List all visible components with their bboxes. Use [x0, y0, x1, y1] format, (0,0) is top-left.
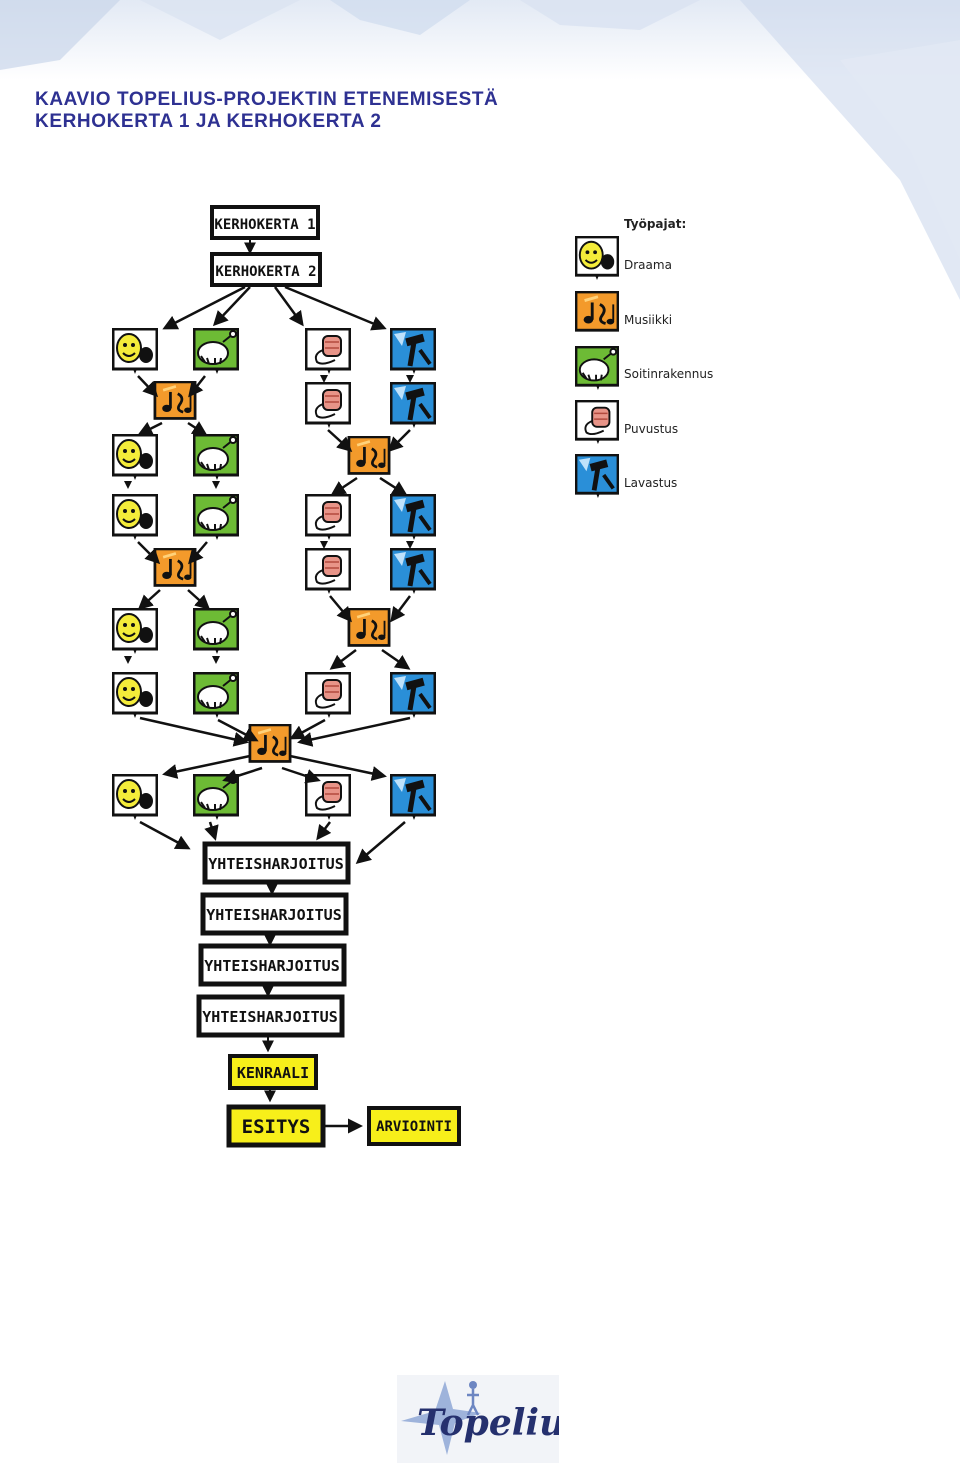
dress-rehearsal-label: KENRAALI: [237, 1064, 309, 1082]
drama-icon: [112, 672, 158, 718]
hammer-icon: [576, 455, 618, 498]
drum-icon: [193, 774, 239, 820]
evaluation-box: ARVIOINTI: [367, 1106, 461, 1146]
hammer-icon: [391, 549, 435, 594]
thread-spool-icon: [305, 672, 351, 718]
thread-spool-icon: [305, 774, 351, 820]
rehearsal-box-1: YHTEISHARJOITUS: [202, 841, 351, 885]
hammer-icon: [391, 775, 435, 820]
session-label-1: KERHOKERTA 1: [214, 217, 315, 233]
rehearsal-box-4: YHTEISHARJOITUS: [196, 994, 345, 1038]
legend: Työpajat: Draama Musiikki Soitinrakennus…: [575, 217, 713, 498]
legend-label: Musiikki: [624, 313, 672, 327]
performance-label: ESITYS: [242, 1116, 311, 1138]
page-title-line1: KAAVIO TOPELIUS-PROJEKTIN ETENEMISESTÄ: [35, 89, 499, 110]
hammer-icon: [391, 673, 435, 718]
dress-rehearsal-box: KENRAALI: [228, 1054, 318, 1090]
topelius-logo: Topelius: [397, 1375, 559, 1463]
logo-text: Topelius: [417, 1402, 559, 1444]
star-icon: [401, 1381, 481, 1455]
music-notes-icon: [153, 548, 197, 587]
legend-label: Draama: [624, 258, 672, 272]
session-box-1: KERHOKERTA 1: [210, 205, 320, 240]
evaluation-label: ARVIOINTI: [376, 1119, 452, 1135]
session-box-2: KERHOKERTA 2: [210, 252, 322, 287]
thread-spool-icon: [305, 494, 351, 540]
drum-icon: [193, 494, 239, 540]
page-title-line2: KERHOKERTA 1 JA KERHOKERTA 2: [35, 111, 382, 132]
drama-icon: [112, 608, 158, 654]
drama-icon: [112, 328, 158, 374]
session-label-2: KERHOKERTA 2: [215, 264, 316, 280]
rehearsal-label: YHTEISHARJOITUS: [204, 957, 339, 975]
legend-title: Työpajat:: [624, 217, 686, 231]
drum-icon: [193, 328, 239, 374]
rehearsal-label: YHTEISHARJOITUS: [202, 1008, 337, 1026]
drama-icon: [112, 434, 158, 480]
hammer-icon: [391, 329, 435, 374]
rehearsal-box-3: YHTEISHARJOITUS: [198, 943, 347, 987]
thread-spool-icon: [575, 400, 619, 444]
branch-arrows-top: [162, 285, 387, 331]
connector-triangles: [124, 375, 414, 664]
music-notes-icon: [347, 436, 391, 475]
legend-label: Puvustus: [624, 422, 678, 436]
music-notes-icon: [347, 608, 391, 647]
thread-spool-icon: [305, 382, 351, 428]
drum-icon: [193, 672, 239, 718]
drum-icon: [575, 346, 619, 390]
music-notes-icon: [248, 724, 292, 763]
thread-spool-icon: [305, 328, 351, 374]
hammer-icon: [391, 495, 435, 540]
project-flow-diagram: KERHOKERTA 1 KERHOKERTA 2: [112, 205, 713, 1148]
flow-arrows: [137, 375, 411, 864]
performance-box: ESITYS: [226, 1104, 326, 1148]
drama-icon: [575, 236, 619, 280]
rehearsal-label: YHTEISHARJOITUS: [208, 855, 343, 873]
legend-label: Soitinrakennus: [624, 367, 713, 381]
music-notes-icon: [153, 381, 197, 420]
drama-icon: [112, 774, 158, 820]
drum-icon: [193, 434, 239, 480]
hammer-icon: [391, 383, 435, 428]
rehearsal-box-2: YHTEISHARJOITUS: [200, 892, 349, 936]
music-notes-icon: [575, 291, 619, 332]
drama-icon: [112, 494, 158, 540]
legend-label: Lavastus: [624, 476, 677, 490]
drum-icon: [193, 608, 239, 654]
rehearsal-label: YHTEISHARJOITUS: [206, 906, 341, 924]
thread-spool-icon: [305, 548, 351, 594]
